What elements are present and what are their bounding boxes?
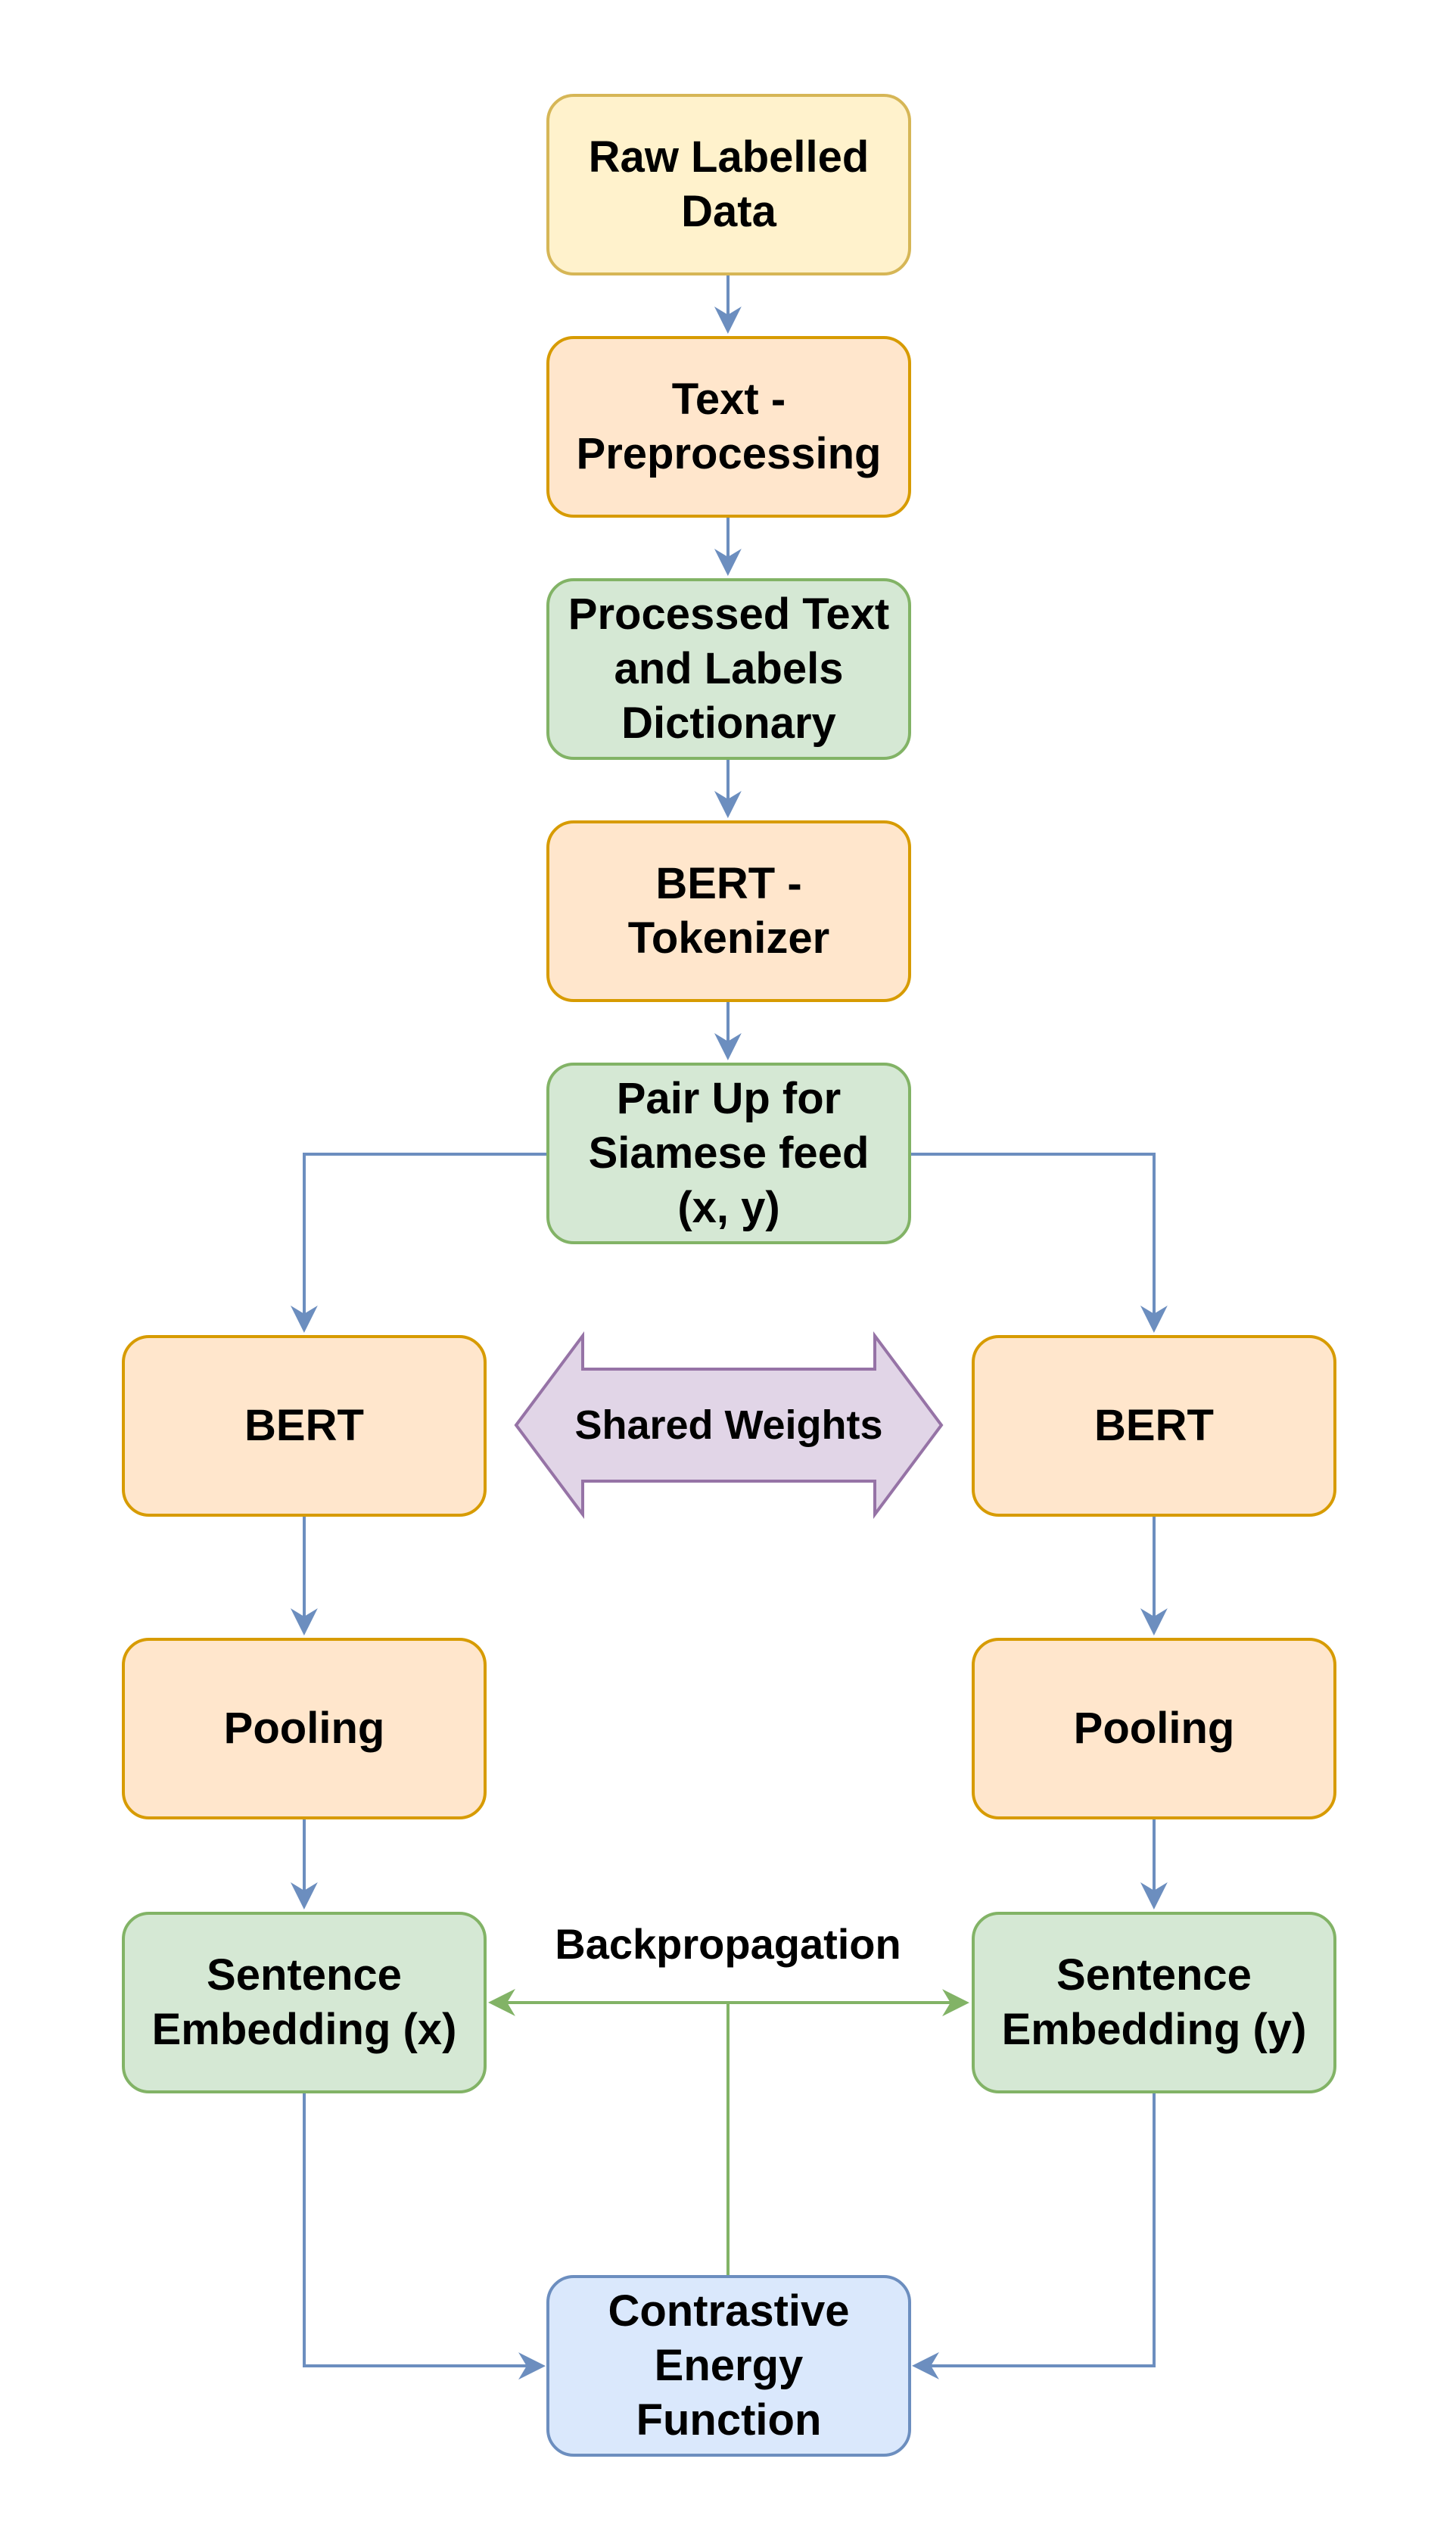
pooling-right-label: Pooling <box>1073 1704 1235 1753</box>
bert-left-node: BERT <box>122 1335 487 1517</box>
shared-weights-label: Shared Weights <box>574 1402 883 1448</box>
raw-labelled-data-label: Raw Labelled Data <box>588 132 870 236</box>
edge-pairup-to-bert-left <box>290 1153 546 1333</box>
bert-right-label: BERT <box>1094 1401 1214 1450</box>
processed-text-label: Processed Text and Labels Dictionary <box>568 590 890 748</box>
sentence-embedding-y-node: Sentence Embedding (y) <box>972 1912 1336 2093</box>
sentence-embedding-x-node: Sentence Embedding (x) <box>122 1912 487 2093</box>
bert-tokenizer-label: BERT - Tokenizer <box>627 859 830 963</box>
edge-embedding-x-to-contrastive <box>303 2093 546 2380</box>
backpropagation-label: Backpropagation <box>555 1920 901 1968</box>
pooling-left-node: Pooling <box>122 1638 487 1819</box>
raw-labelled-data-node: Raw Labelled Data <box>546 94 911 275</box>
processed-text-node: Processed Text and Labels Dictionary <box>546 578 911 760</box>
sentence-embedding-y-label: Sentence Embedding (y) <box>1001 1950 1307 2054</box>
edge-pairup-to-bert-right <box>911 1153 1168 1333</box>
shared-weights-arrow <box>514 1331 944 1520</box>
pooling-right-node: Pooling <box>972 1638 1336 1819</box>
pair-up-node: Pair Up for Siamese feed (x, y) <box>546 1063 911 1244</box>
contrastive-energy-function-node: Contrastive Energy Function <box>546 2275 911 2457</box>
sentence-embedding-x-label: Sentence Embedding (x) <box>151 1950 457 2054</box>
bert-left-label: BERT <box>244 1401 364 1450</box>
text-preprocessing-label: Text - Preprocessing <box>576 375 882 478</box>
pooling-left-label: Pooling <box>223 1704 385 1753</box>
contrastive-energy-function-label: Contrastive Energy Function <box>608 2286 850 2445</box>
edge-embedding-y-to-contrastive <box>912 2093 1156 2379</box>
bert-tokenizer-node: BERT - Tokenizer <box>546 820 911 1002</box>
bert-right-node: BERT <box>972 1335 1336 1517</box>
pair-up-label: Pair Up for Siamese feed (x, y) <box>588 1074 870 1232</box>
text-preprocessing-node: Text - Preprocessing <box>546 336 911 518</box>
